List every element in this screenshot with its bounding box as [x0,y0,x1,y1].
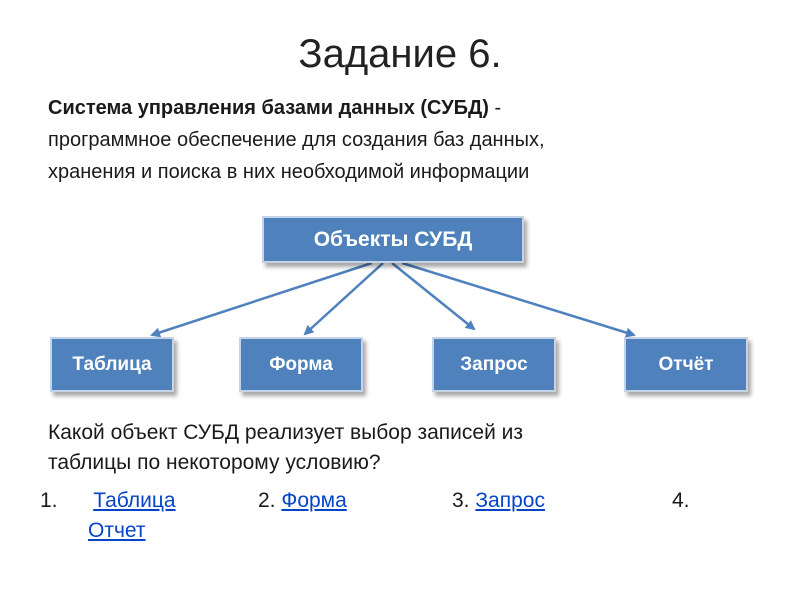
diagram-root-node: Объекты СУБД [262,216,524,263]
definition-line-1: Система управления базами данных (СУБД) … [48,92,748,124]
answer-link-table[interactable]: Таблица [93,489,176,512]
answer-option-4-label: Отчет [88,516,146,546]
diagram-node-label: Отчёт [658,353,714,375]
diagram-node-table: Таблица [50,337,174,392]
connector-to-table [150,261,373,338]
answer-number: 2. [258,489,276,512]
answer-number: 3. [452,489,470,512]
diagram-node-label: Таблица [72,353,152,375]
diagram-node-form: Форма [239,337,363,392]
diagram-node-report: Отчёт [624,337,748,392]
answer-number: 1. [40,489,58,512]
connector-to-query [391,262,476,331]
question-line-1: Какой объект СУБД реализует выбор записе… [48,421,524,444]
diagram-root-label: Объекты СУБД [313,227,473,251]
diagram-node-label: Запрос [460,353,528,375]
definition-dash: - [488,97,502,119]
answer-option-4-number: 4. [672,486,690,516]
definition-text: Система управления базами данных (СУБД) … [48,92,748,188]
answer-link-form[interactable]: Форма [281,489,347,512]
answer-option-3: 3. Запрос [452,486,545,516]
answer-link-report[interactable]: Отчет [88,519,146,542]
connector-to-report [401,261,636,338]
definition-line-2: программное обеспечение для создания баз… [48,129,545,151]
answer-number: 4. [672,489,690,512]
answer-option-1: 1. Таблица [40,486,176,516]
question-line-2: таблицы по некоторому условию? [48,451,381,474]
definition-line-3: хранения и поиска в них необходимой инфо… [48,161,530,183]
slide-title: Задание 6. [298,32,502,76]
answer-link-query[interactable]: Запрос [475,489,545,512]
definition-term: Система управления базами данных (СУБД) [48,97,489,119]
diagram-node-query: Запрос [432,337,556,392]
diagram-node-label: Форма [269,353,333,375]
connector-to-form [303,262,384,336]
answer-option-2: 2. Форма [258,486,347,516]
question-text: Какой объект СУБД реализует выбор записе… [48,418,748,478]
